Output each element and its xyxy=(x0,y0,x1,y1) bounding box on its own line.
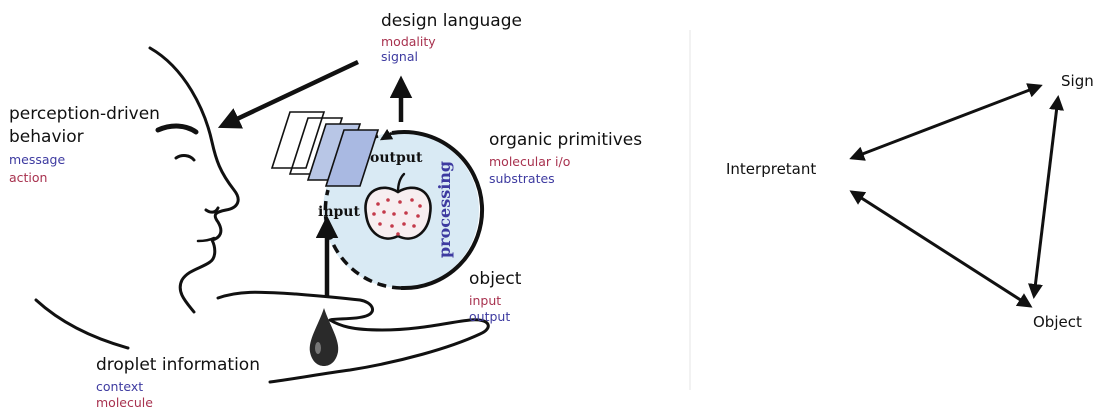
interpretant-label: Interpretant xyxy=(726,160,816,178)
arrow-sign-object xyxy=(1034,98,1058,296)
droplet-information-sub2: molecule xyxy=(96,395,153,410)
object-title: object xyxy=(469,269,522,289)
inner-input-label: input xyxy=(318,204,360,220)
droplet-highlight-icon xyxy=(315,342,321,354)
arrow-interpretant-object xyxy=(852,192,1030,306)
perception-sub1: message xyxy=(9,152,65,167)
sign-label: Sign xyxy=(1061,72,1094,90)
left-diagram: output input processing design language … xyxy=(9,11,642,410)
nostril-icon xyxy=(206,208,218,212)
design-language-title: design language xyxy=(381,11,522,31)
semiotic-triangle: Sign Interpretant Object xyxy=(726,72,1094,331)
inner-processing-label: processing xyxy=(435,161,454,258)
object-sub2: output xyxy=(469,309,510,324)
design-language-sub1: modality xyxy=(381,34,436,49)
organic-primitives-title: organic primitives xyxy=(489,130,642,150)
eyebrow-icon xyxy=(158,126,196,132)
eye-icon xyxy=(176,156,194,160)
signal-layers-icon xyxy=(272,112,378,186)
neck-outline-icon xyxy=(36,300,128,348)
organic-primitives-sub1: molecular i/o xyxy=(489,154,570,169)
object-sub1: input xyxy=(469,293,501,308)
droplet-icon xyxy=(310,308,339,366)
design-language-sub2: signal xyxy=(381,49,418,64)
droplet-information-title: droplet information xyxy=(96,355,260,375)
perception-title-line1: perception-driven xyxy=(9,104,160,124)
object-label: Object xyxy=(1033,313,1082,331)
droplet-information-sub1: context xyxy=(96,379,143,394)
organic-primitives-sub2: substrates xyxy=(489,171,555,186)
face-profile-icon xyxy=(150,48,238,312)
perception-sub2: action xyxy=(9,170,47,185)
inner-output-label: output xyxy=(370,150,423,166)
perception-title-line2: behavior xyxy=(9,127,84,147)
arrow-interpretant-sign xyxy=(852,86,1040,158)
